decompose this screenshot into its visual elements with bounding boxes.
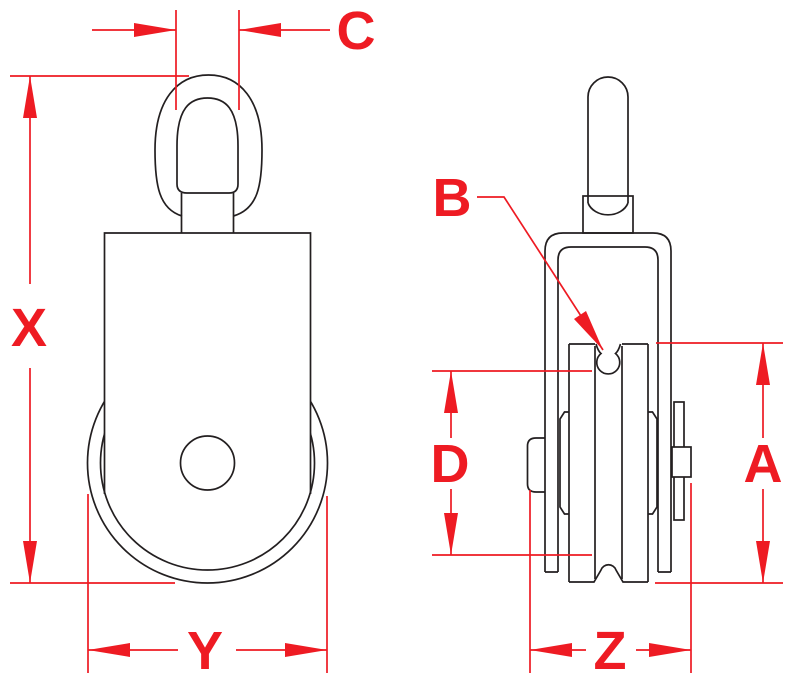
body-plate-outline	[103, 232, 312, 494]
side-strap-inner	[557, 246, 659, 572]
swivel-neck	[180, 193, 235, 233]
dimension-label-z: Z	[594, 621, 627, 681]
swivel-eye-outer	[154, 74, 263, 217]
dimension-c-extension-lines	[175, 10, 240, 110]
dimension-label-a: A	[744, 434, 783, 494]
front-view	[86, 74, 329, 584]
dimension-y: Y	[87, 494, 328, 681]
side-sheave-bottom-edge	[569, 564, 648, 583]
dimension-a-arrow-top	[756, 343, 770, 385]
side-strap-outer	[544, 232, 672, 572]
dimension-z-arrow-left	[530, 643, 572, 657]
dimension-d-arrow-top	[444, 371, 458, 413]
swivel-eye-opening	[176, 97, 239, 194]
dimension-d: D	[431, 370, 592, 556]
dimension-a: A	[655, 342, 783, 584]
groove-root-lines	[594, 346, 623, 579]
axle-pin-nut	[671, 446, 692, 478]
dimension-z-extension-lines	[529, 483, 692, 673]
dimension-b-leader-line	[477, 196, 604, 351]
hub-boss-left	[559, 411, 569, 515]
dimension-y-extension-lines	[87, 494, 328, 673]
axle-hole	[179, 435, 236, 491]
rope-groove-notch	[595, 343, 622, 375]
dimension-x: X	[10, 75, 189, 584]
dimension-z-arrow-right	[649, 643, 691, 657]
dimension-b-arrow	[574, 311, 603, 350]
dimension-c-arrow-right	[239, 23, 281, 37]
dimension-label-c: C	[337, 1, 376, 61]
hub-boss-right	[648, 411, 658, 515]
dimension-d-extension-lines	[432, 370, 592, 556]
dimension-y-arrow-right	[285, 643, 327, 657]
dimension-label-d: D	[431, 434, 470, 494]
dimension-a-arrow-bottom	[756, 541, 770, 583]
dimension-b: B	[433, 168, 604, 351]
side-sheave-faces	[568, 344, 649, 582]
dimension-c: C	[92, 1, 376, 110]
side-eye-shank	[587, 76, 629, 203]
dimension-y-arrow-left	[88, 643, 130, 657]
dimension-label-b: B	[433, 168, 472, 228]
dimension-x-arrow-bottom	[23, 541, 37, 583]
dimension-x-extension-lines	[10, 75, 189, 584]
side-tab	[526, 437, 545, 493]
dimension-label-y: Y	[187, 621, 223, 681]
side-view	[526, 76, 692, 583]
dimension-d-arrow-bottom	[444, 513, 458, 555]
body-plate-fill	[104, 233, 311, 463]
side-eye-shank-bottom	[587, 202, 629, 216]
dimension-x-arrow-top	[23, 76, 37, 118]
dimension-c-arrow-left	[134, 23, 176, 37]
dimension-z: Z	[529, 483, 692, 681]
dimension-label-x: X	[11, 298, 47, 358]
dimension-a-extension-lines	[655, 342, 783, 584]
